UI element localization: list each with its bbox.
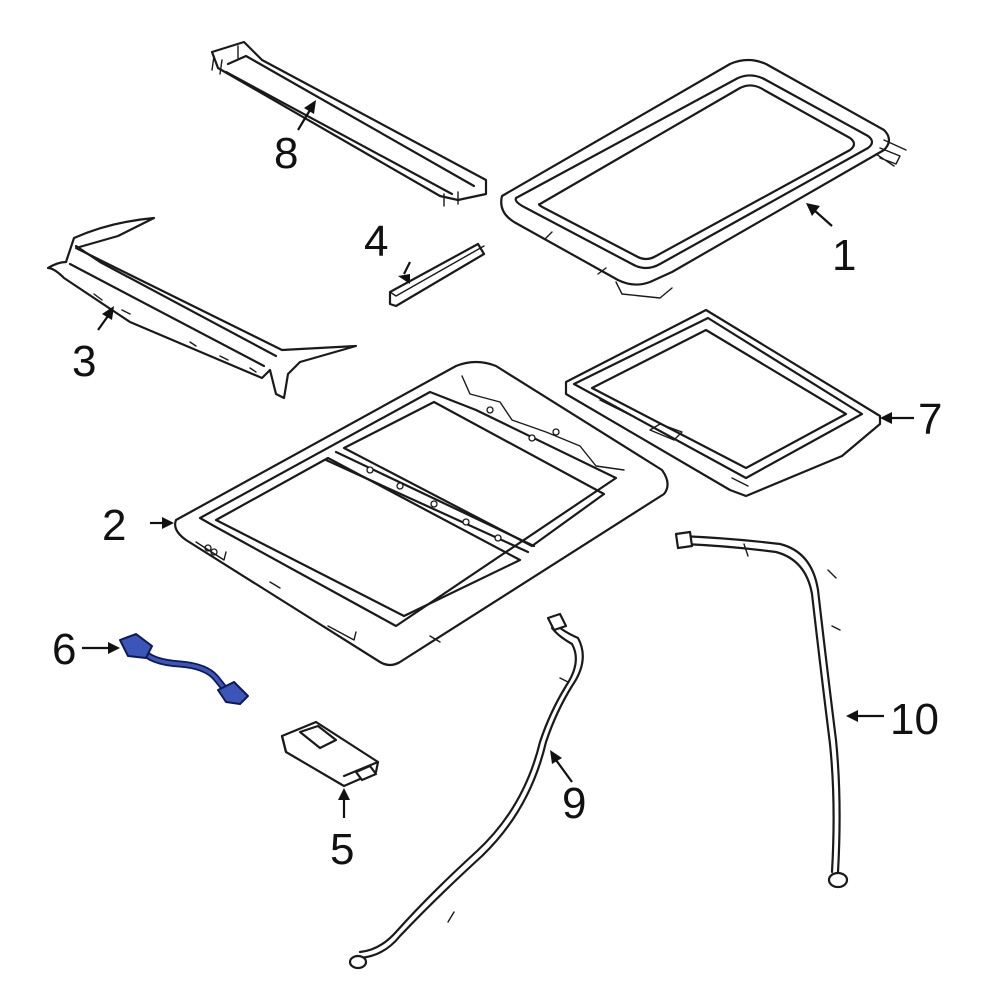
leader-lines — [82, 100, 914, 818]
callout-4[interactable]: 4 — [364, 217, 388, 266]
part-1-glass-panel[interactable] — [500, 58, 907, 299]
part-10-drain-hose[interactable] — [674, 530, 849, 889]
part-8-rear-rail[interactable] — [210, 40, 488, 207]
callout-7[interactable]: 7 — [918, 395, 942, 444]
callout-9[interactable]: 9 — [562, 779, 586, 828]
part-9-drain-hose[interactable] — [348, 612, 584, 970]
part-4-deflector-strip[interactable] — [388, 242, 486, 308]
callout-5[interactable]: 5 — [330, 825, 354, 874]
part-6-wiring-harness[interactable] — [119, 633, 249, 705]
part-7-sunshade[interactable] — [564, 308, 882, 498]
connector-a-icon — [119, 633, 153, 659]
callout-2[interactable]: 2 — [102, 501, 126, 550]
callout-10[interactable]: 10 — [890, 695, 939, 744]
part-5-control-module[interactable] — [280, 720, 380, 788]
callout-6[interactable]: 6 — [52, 625, 76, 674]
callout-labels: 1 2 3 4 5 6 7 8 9 10 — [52, 129, 942, 874]
callout-8[interactable]: 8 — [274, 129, 298, 178]
part-2-sunroof-frame[interactable] — [174, 360, 669, 667]
connector-b-icon — [217, 681, 249, 705]
part-3-front-trim[interactable] — [46, 216, 358, 400]
callout-1[interactable]: 1 — [832, 231, 856, 280]
callout-3[interactable]: 3 — [72, 337, 96, 386]
